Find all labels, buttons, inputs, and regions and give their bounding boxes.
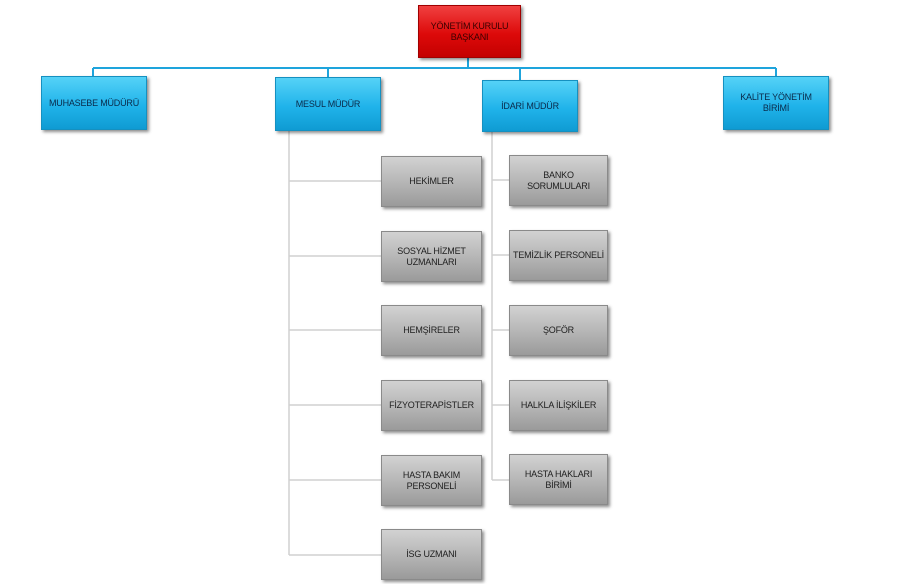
unit-sosyal-hizmet: SOSYAL HİZMET UZMANLARI	[381, 231, 482, 282]
unit-label: BANKO SORUMLULARI	[527, 169, 590, 191]
unit-banko: BANKO SORUMLULARI	[509, 155, 608, 206]
department-label: MESUL MÜDÜR	[295, 98, 361, 109]
chairman-label: YÖNETİM KURULU BAŞKANI	[430, 20, 509, 42]
unit-label: SOSYAL HİZMET UZMANLARI	[397, 245, 466, 267]
unit-isg-uzmani: İSG UZMANI	[381, 529, 482, 580]
unit-temizlik: TEMİZLİK PERSONELİ	[509, 230, 608, 281]
connector-idari-branch	[492, 179, 509, 481]
unit-label: ŞOFÖR	[542, 325, 574, 335]
department-mesul: MESUL MÜDÜR	[275, 77, 381, 131]
department-idari: İDARİ MÜDÜR	[482, 80, 578, 132]
unit-label: HEKİMLER	[409, 176, 454, 186]
unit-sofor: ŞOFÖR	[509, 305, 608, 356]
unit-halkla-iliskiler: HALKLA İLİŞKİLER	[509, 380, 608, 431]
department-muhasebe: MUHASEBE MÜDÜRÜ	[41, 76, 147, 130]
unit-label: HASTA HAKLARI BİRİMİ	[524, 468, 593, 490]
unit-hasta-haklari: HASTA HAKLARI BİRİMİ	[509, 454, 608, 505]
department-label: İDARİ MÜDÜR	[501, 100, 559, 111]
unit-label: HEMŞİRELER	[403, 325, 460, 335]
unit-fizyoterapistler: FİZYOTERAPİSTLER	[381, 380, 482, 431]
chairman-box: YÖNETİM KURULU BAŞKANI	[418, 5, 521, 58]
unit-hasta-bakim: HASTA BAKIM PERSONELİ	[381, 455, 482, 506]
unit-label: TEMİZLİK PERSONELİ	[513, 250, 604, 260]
department-label: MUHASEBE MÜDÜRÜ	[48, 97, 139, 108]
unit-hekimler: HEKİMLER	[381, 156, 482, 207]
unit-label: FİZYOTERAPİSTLER	[389, 400, 474, 410]
unit-label: HASTA BAKIM PERSONELİ	[402, 469, 461, 491]
department-kalite: KALİTE YÖNETİM BİRİMİ	[723, 76, 829, 130]
unit-label: HALKLA İLİŞKİLER	[520, 400, 597, 410]
unit-label: İSG UZMANI	[406, 549, 457, 559]
unit-hemsireler: HEMŞİRELER	[381, 305, 482, 356]
department-label: KALİTE YÖNETİM BİRİMİ	[740, 92, 812, 113]
connector-mesul-branch	[289, 180, 381, 556]
